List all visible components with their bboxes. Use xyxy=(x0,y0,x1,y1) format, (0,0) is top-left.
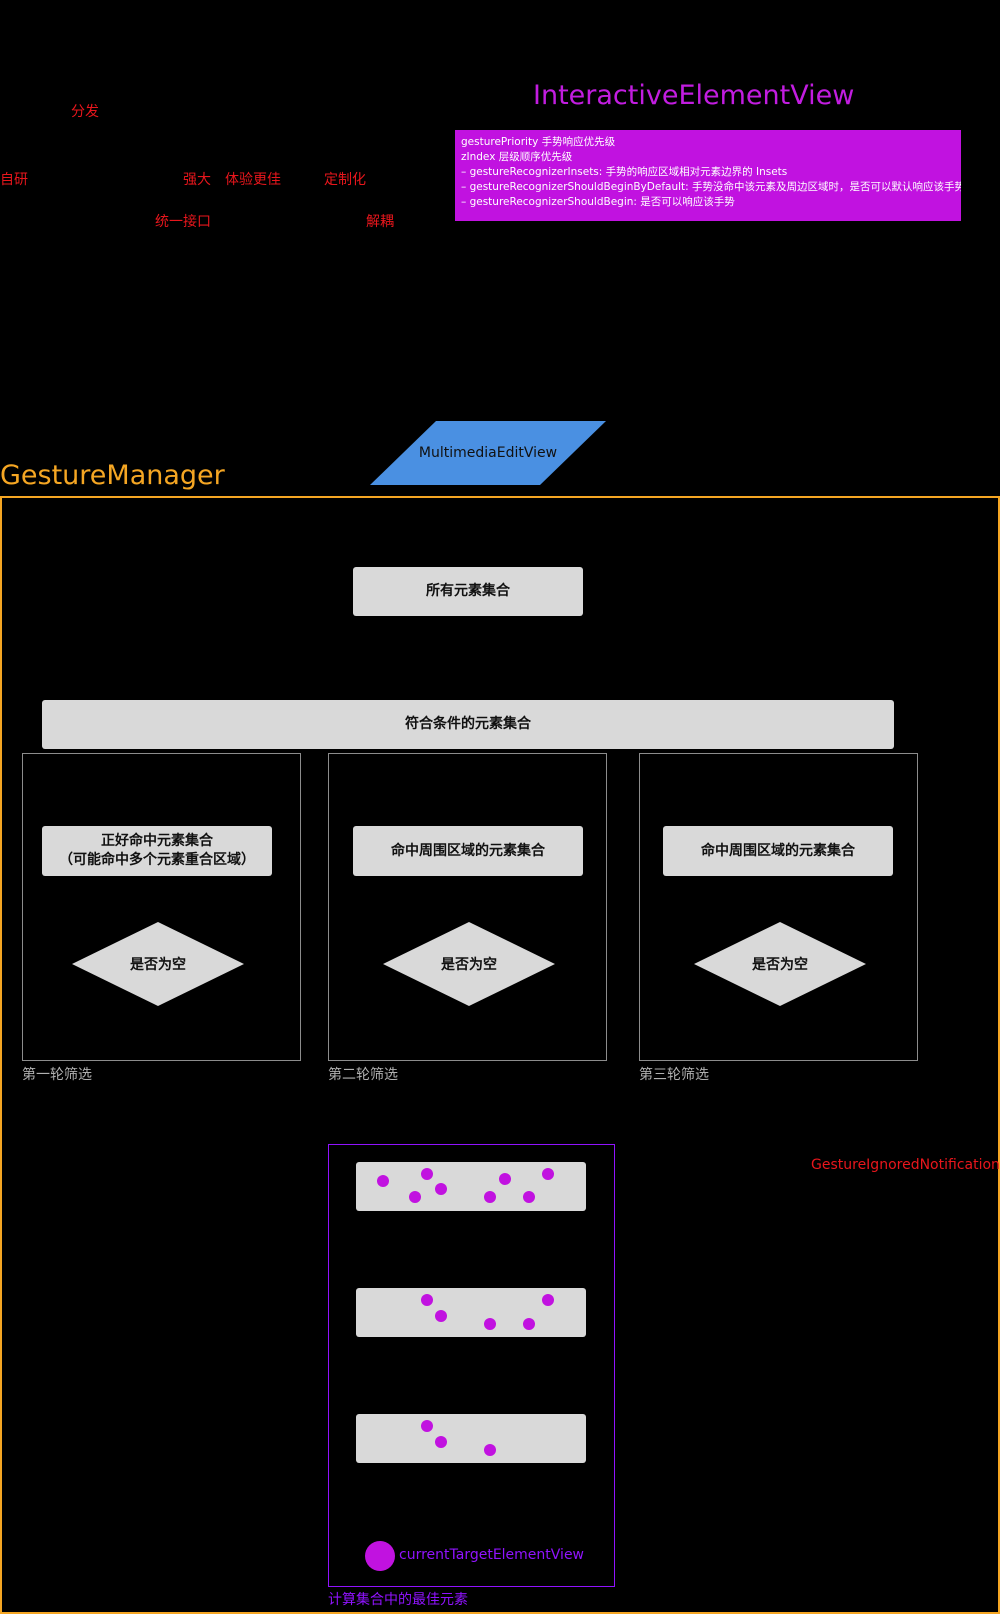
multimedia-edit-view-label: MultimediaEditView xyxy=(418,445,558,461)
element-dot xyxy=(377,1175,389,1187)
diamond-shape xyxy=(694,922,866,1006)
gesture-manager-frame xyxy=(0,496,1000,1614)
round-1-set-line2: （可能命中多个元素重合区域） xyxy=(59,852,255,868)
round-3-set: 命中周围区域的元素集合 xyxy=(663,826,893,876)
round-2-decision-text: 是否为空 xyxy=(441,957,497,973)
round-2-set: 命中周围区域的元素集合 xyxy=(353,826,583,876)
element-dot xyxy=(435,1310,447,1322)
element-dot xyxy=(435,1183,447,1195)
property-line: – gestureRecognizerInsets: 手势的响应区域相对元素边界… xyxy=(461,166,788,178)
label-distribute: 分发 xyxy=(71,104,99,120)
parallelogram xyxy=(370,421,606,485)
round-2-label: 第二轮筛选 xyxy=(328,1067,398,1083)
round-1-decision-text: 是否为空 xyxy=(130,957,186,973)
element-dot xyxy=(421,1168,433,1180)
diamond-shape xyxy=(72,922,244,1006)
round-1-decision-diamond xyxy=(72,922,244,1006)
best-element-frame xyxy=(328,1144,615,1587)
round-3-label: 第三轮筛选 xyxy=(639,1067,709,1083)
element-dot xyxy=(409,1191,421,1203)
current-target-dot xyxy=(365,1541,395,1571)
label-decoupling: 解耦 xyxy=(366,214,394,230)
round-3-frame xyxy=(639,753,918,1061)
round-1-set: 正好命中元素集合 （可能命中多个元素重合区域） xyxy=(42,826,272,876)
element-dot xyxy=(484,1191,496,1203)
interactive-element-view-title: InteractiveElementView xyxy=(533,80,855,111)
gesture-manager-title: GestureManager xyxy=(0,460,225,491)
round-1-set-line1: 正好命中元素集合 xyxy=(101,833,213,849)
all-elements-set: 所有元素集合 xyxy=(353,567,583,616)
element-dot xyxy=(484,1444,496,1456)
label-customizable: 定制化 xyxy=(324,172,366,188)
element-dot xyxy=(542,1294,554,1306)
diamond-shape xyxy=(383,922,555,1006)
label-better-experience: 体验更佳 xyxy=(225,172,281,188)
label-powerful: 强大 xyxy=(183,172,211,188)
label-self-developed: 自研 xyxy=(0,172,28,188)
round-2-frame xyxy=(328,753,607,1061)
round-3-decision-diamond xyxy=(694,922,866,1006)
label-unified-interface: 统一接口 xyxy=(155,214,211,230)
interactive-element-view-properties: gesturePriority 手势响应优先级 zIndex 层级顺序优先级 –… xyxy=(455,130,961,221)
element-dot xyxy=(523,1191,535,1203)
round-2-decision-diamond xyxy=(383,922,555,1006)
element-dot xyxy=(484,1318,496,1330)
round-1-frame xyxy=(22,753,301,1061)
element-dot xyxy=(435,1436,447,1448)
element-dot xyxy=(542,1168,554,1180)
property-line: zIndex 层级顺序优先级 xyxy=(461,151,573,163)
property-line: – gestureRecognizerShouldBegin: 是否可以响应该手… xyxy=(461,196,735,208)
qualified-elements-set: 符合条件的元素集合 xyxy=(42,700,894,749)
gesture-ignored-notification: GestureIgnoredNotification xyxy=(811,1157,1000,1173)
multimedia-edit-view-shape xyxy=(370,421,606,485)
current-target-label: currentTargetElementView xyxy=(399,1547,585,1563)
candidate-row-3 xyxy=(356,1414,586,1463)
round-1-label: 第一轮筛选 xyxy=(22,1067,92,1083)
element-dot xyxy=(499,1173,511,1185)
property-line: – gestureRecognizerShouldBeginByDefault:… xyxy=(461,181,961,193)
element-dot xyxy=(523,1318,535,1330)
round-3-decision-text: 是否为空 xyxy=(752,957,808,973)
element-dot xyxy=(421,1420,433,1432)
property-line: gesturePriority 手势响应优先级 xyxy=(461,136,616,148)
element-dot xyxy=(421,1294,433,1306)
best-element-label: 计算集合中的最佳元素 xyxy=(328,1592,468,1608)
